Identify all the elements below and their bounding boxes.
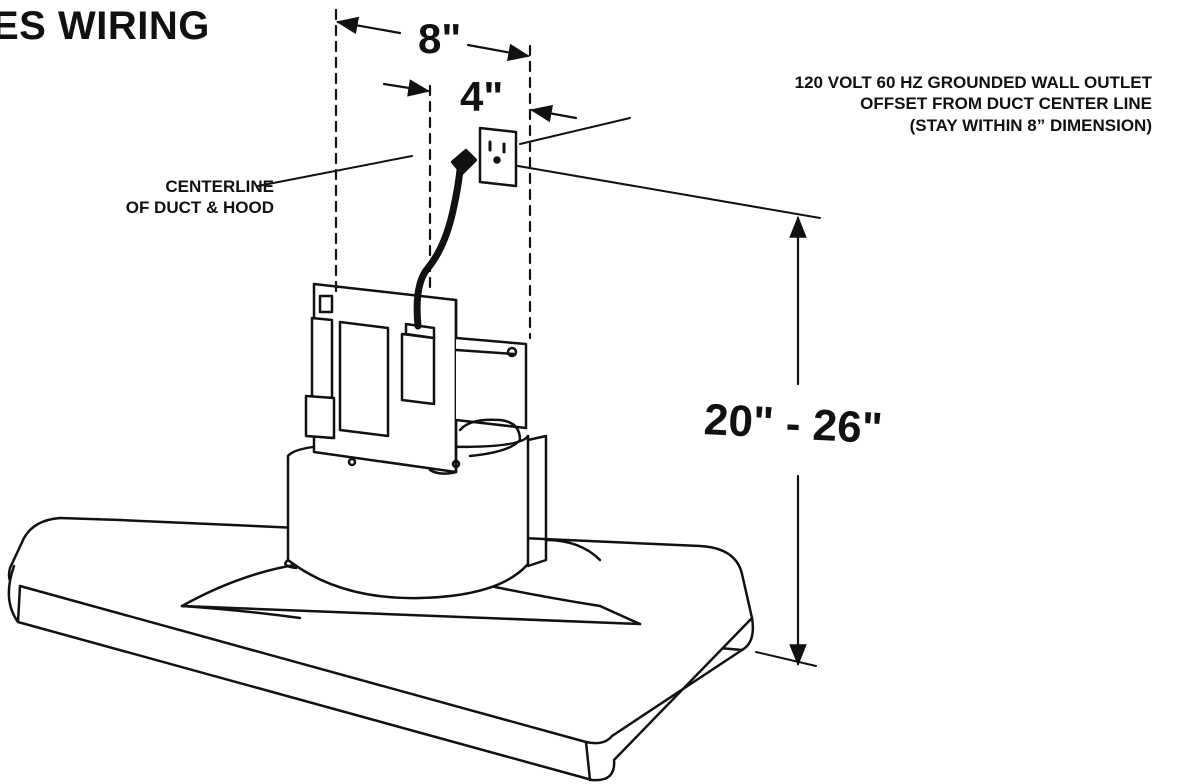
centerline-callout-line-1: CENTERLINE [165, 177, 274, 196]
page-title: ES WIRING [0, 4, 210, 48]
leader-lines [257, 117, 821, 667]
centerline-callout: CENTERLINE OF DUCT & HOOD [126, 176, 274, 219]
outlet-callout-line-1: 120 VOLT 60 HZ GROUNDED WALL OUTLET [794, 73, 1152, 92]
dimension-height-range: 20" - 26" [702, 395, 884, 454]
wall-outlet [478, 126, 518, 188]
dimension-8-inch: 8" [418, 15, 462, 62]
centerline-callout-line-2: OF DUCT & HOOD [125, 198, 274, 218]
outlet-callout-line-3: (STAY WITHIN 8” DIMENSION) [909, 115, 1152, 135]
outlet-callout: 120 VOLT 60 HZ GROUNDED WALL OUTLET OFFS… [795, 72, 1152, 136]
dimension-4-inch: 4" [460, 73, 504, 120]
dimension-arrows [335, 16, 807, 667]
dimension-guides [334, 8, 532, 340]
outlet-callout-line-2: OFFSET FROM DUCT CENTER LINE [860, 94, 1152, 114]
mounting-bracket [304, 282, 528, 475]
power-cord [413, 148, 478, 330]
